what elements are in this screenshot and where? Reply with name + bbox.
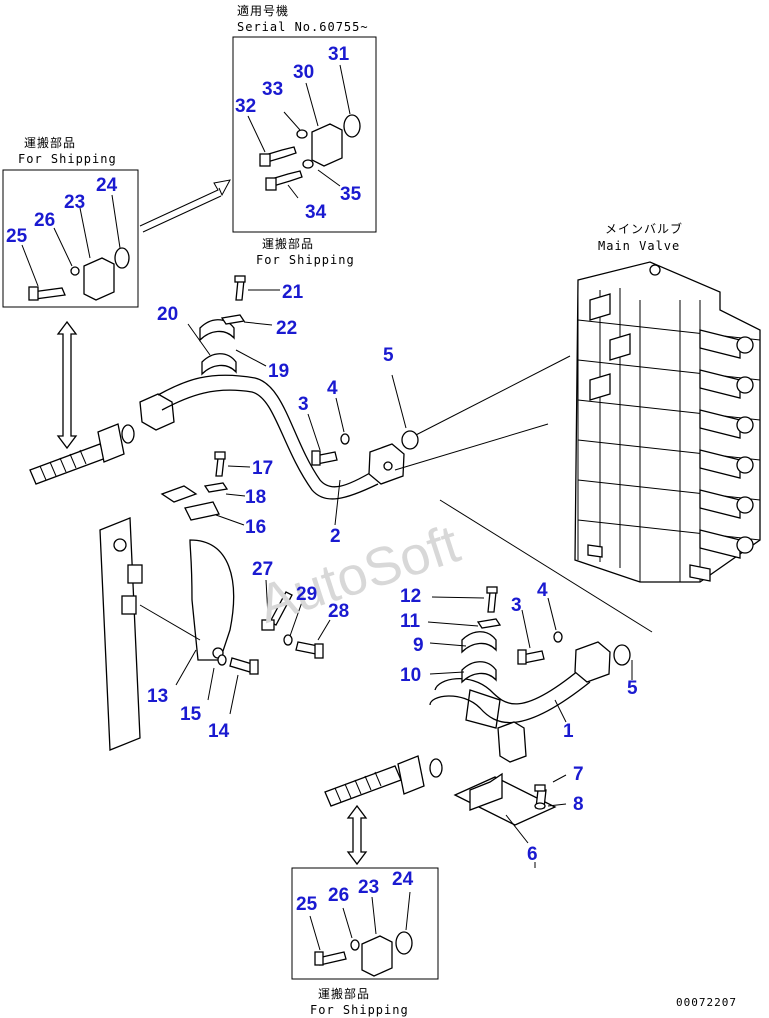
o-ring-24 [395, 931, 413, 955]
pipe-1 [429, 641, 611, 763]
flange-cap-23 [361, 935, 393, 977]
box-frame [291, 867, 439, 980]
o-ring-5-lower [613, 644, 631, 666]
callout-13[interactable]: 13 [147, 686, 168, 707]
hose-assembly-left [29, 393, 175, 485]
double-arrow-bottom [346, 804, 368, 866]
callout-24[interactable]: 24 [96, 175, 118, 196]
callout-12[interactable]: 12 [400, 586, 421, 607]
callout-5-upper[interactable]: 5 [383, 345, 394, 366]
clamp-upper [187, 275, 280, 376]
serial-number-label: Serial No.60755~ [237, 20, 369, 34]
box-footer-jp: 運搬部品 [318, 986, 370, 1001]
applicable-serial-label: 適用号機 [237, 3, 289, 18]
box-frame [2, 169, 139, 308]
hose-assembly-lower [324, 755, 443, 807]
callout-9[interactable]: 9 [413, 635, 424, 656]
flange-cap-30 [311, 123, 343, 167]
washer-26 [70, 266, 80, 276]
washer-26 [350, 939, 360, 951]
washer-4-lower [553, 631, 563, 643]
box-footer-en: For Shipping [310, 1003, 409, 1017]
bracket-13 [99, 517, 235, 751]
ship-arrow [139, 179, 231, 227]
callout-7[interactable]: 7 [573, 764, 584, 785]
box-header-jp: 運搬部品 [24, 135, 76, 150]
callout-6[interactable]: 6 [527, 844, 538, 865]
callout-26[interactable]: 26 [34, 210, 55, 231]
callout-23[interactable]: 23 [64, 192, 85, 213]
callout-35[interactable]: 35 [340, 184, 362, 205]
callout-18[interactable]: 18 [245, 487, 266, 508]
o-ring-31 [343, 114, 361, 138]
callout-27[interactable]: 27 [252, 559, 273, 580]
callout-4-upper[interactable]: 4 [327, 378, 338, 399]
clamp-lower [160, 451, 251, 526]
box-header-en: For Shipping [18, 152, 117, 166]
shipping-box-top: 適用号機 Serial No.60755~ 運搬部品 For Shipping … [232, 3, 377, 267]
drawing-number: 00072207 [676, 996, 737, 1009]
callout-28[interactable]: 28 [328, 601, 349, 622]
callouts: 21 22 20 19 5 4 3 17 18 16 2 27 29 28 13… [147, 282, 638, 865]
callout-33[interactable]: 33 [262, 79, 283, 100]
callout-3-lower[interactable]: 3 [511, 595, 522, 616]
o-ring-5-upper [401, 430, 419, 450]
shipping-box-left: 運搬部品 For Shipping 24 26 23 25 [2, 135, 139, 308]
callout-11[interactable]: 11 [400, 611, 421, 632]
pipe-2 [157, 374, 405, 500]
callout-2[interactable]: 2 [330, 526, 341, 547]
callout-22[interactable]: 22 [276, 318, 297, 339]
callout-34[interactable]: 34 [305, 202, 327, 223]
box-frame [232, 36, 377, 233]
bolt-head [265, 177, 277, 191]
callout-5-lower[interactable]: 5 [627, 678, 638, 699]
callout-1[interactable]: 1 [563, 721, 574, 742]
callout-19[interactable]: 19 [268, 361, 289, 382]
callout-10[interactable]: 10 [400, 665, 421, 686]
callout-26[interactable]: 26 [328, 885, 349, 906]
flange-cap-23 [83, 257, 115, 301]
callout-16[interactable]: 16 [245, 517, 266, 538]
callout-20[interactable]: 20 [157, 304, 178, 325]
callout-24[interactable]: 24 [392, 869, 414, 890]
callout-3-upper[interactable]: 3 [298, 394, 309, 415]
callout-21[interactable]: 21 [282, 282, 304, 303]
watermark: AutoSoft [251, 514, 467, 635]
callout-8[interactable]: 8 [573, 794, 584, 815]
o-ring-24 [114, 247, 130, 269]
callout-23[interactable]: 23 [358, 877, 379, 898]
callout-29[interactable]: 29 [296, 584, 317, 605]
callout-14[interactable]: 14 [208, 721, 230, 742]
double-arrow-left [56, 320, 78, 450]
bolt-head [259, 153, 271, 167]
main-valve-label-en: Main Valve [598, 239, 680, 253]
clamp-pipe-1 [427, 586, 502, 684]
bracket-6 [453, 772, 567, 868]
washer-33 [296, 129, 308, 139]
callout-31[interactable]: 31 [328, 44, 350, 65]
box-footer-jp: 運搬部品 [262, 236, 314, 251]
shipping-box-bottom: 運搬部品 For Shipping 24 23 26 25 [291, 867, 439, 1017]
bracket-hardware [207, 579, 331, 715]
bolt-head [28, 286, 39, 301]
washer-4-upper [340, 433, 350, 445]
callout-17[interactable]: 17 [252, 458, 273, 479]
callout-30[interactable]: 30 [293, 62, 314, 83]
callout-4-lower[interactable]: 4 [537, 580, 548, 601]
main-valve: メインバルブ Main Valve [574, 221, 761, 583]
callout-15[interactable]: 15 [180, 704, 202, 725]
box-footer-en: For Shipping [256, 253, 355, 267]
callout-25[interactable]: 25 [6, 226, 28, 247]
callout-25[interactable]: 25 [296, 894, 318, 915]
main-valve-label-jp: メインバルブ [605, 221, 683, 236]
callout-32[interactable]: 32 [235, 96, 256, 117]
washer-35 [302, 159, 314, 169]
